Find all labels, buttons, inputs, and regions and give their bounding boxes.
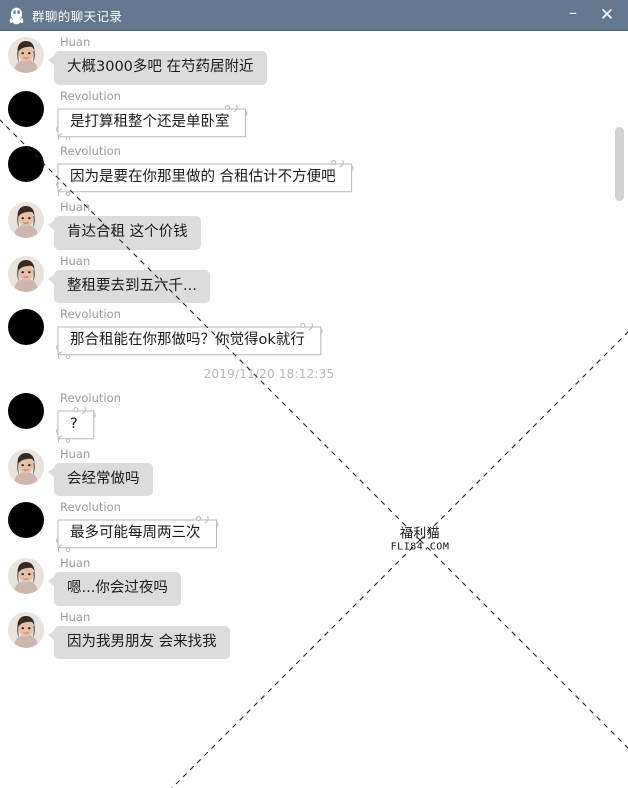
avatar-revolution[interactable] — [8, 90, 44, 127]
message-text: 最多可能每周两三次 — [70, 525, 201, 542]
scrollbar-thumb[interactable] — [615, 127, 624, 201]
minimize-button[interactable]: – — [569, 2, 577, 22]
message-bubble[interactable]: 整租要去到五六千... — [48, 269, 210, 304]
window-titlebar: 群聊的聊天记录 – ✕ — [0, 0, 628, 31]
message-body: Revolution? — [54, 389, 121, 443]
message-bubble[interactable]: 因为我男朋友 会来找我 — [48, 625, 230, 660]
message-sender-name: Huan — [60, 446, 91, 461]
message-timestamp: 2019/11/20 18:12:35 — [203, 367, 335, 382]
message-sender-name: Huan — [60, 253, 91, 268]
message-bubble[interactable]: 因为是要在你那里做的 合租估计不方便吧 — [54, 160, 356, 197]
message-body: Revolution 是打算租整个还是单卧室 — [54, 87, 250, 141]
message-text: 因为是要在你那里做的 合租估计不方便吧 — [70, 169, 336, 186]
message-text: 那合租能在你那做吗？你觉得ok就行 — [70, 332, 305, 349]
message-sender-name: Huan — [60, 200, 91, 215]
message-bubble[interactable]: 是打算租整个还是单卧室 — [54, 104, 250, 141]
avatar-huan[interactable] — [8, 255, 44, 292]
avatar-revolution[interactable] — [8, 146, 44, 183]
chat-message: Revolution 是打算租整个还是单卧室 — [0, 87, 628, 141]
message-body: Revolution 最多可能每周两三次 — [54, 498, 221, 553]
message-body: Revolution 那合租能在你那做吗？你觉得ok就行 — [54, 305, 325, 360]
message-body: Revolution 因为是要在你那里做的 合租估计不方便吧 — [54, 142, 356, 197]
avatar-huan[interactable] — [8, 611, 44, 648]
message-sender-name: Revolution — [60, 307, 121, 322]
message-sender-name: Huan — [60, 609, 91, 624]
window-title: 群聊的聊天记录 — [32, 8, 123, 24]
message-bubble[interactable]: 那合租能在你那做吗？你觉得ok就行 — [54, 323, 325, 360]
chat-message-list[interactable]: Huan 大概3000多吧 在芍药居附近 Revolution 是打算租整个还是单卧室… — [0, 31, 628, 788]
chat-message: Revolution? — [0, 389, 628, 443]
avatar-huan[interactable] — [8, 448, 44, 485]
timestamp-row: 2019/11/20 18:12:35 — [0, 359, 628, 387]
avatar-revolution[interactable] — [8, 393, 44, 430]
titlebar-controls: – ✕ — [556, 0, 628, 31]
message-text: ? — [70, 416, 78, 433]
avatar-huan[interactable] — [8, 37, 44, 73]
message-bubble[interactable]: 大概3000多吧 在芍药居附近 — [48, 51, 267, 85]
message-text: 是打算租整个还是单卧室 — [70, 113, 230, 130]
avatar-revolution[interactable] — [8, 502, 44, 539]
avatar-revolution[interactable] — [8, 309, 44, 346]
avatar-huan[interactable] — [8, 558, 44, 595]
message-sender-name: Huan — [60, 35, 91, 49]
chat-message: Revolution 因为是要在你那里做的 合租估计不方便吧 — [0, 142, 628, 197]
message-sender-name: Revolution — [60, 391, 121, 406]
message-bubble[interactable]: 嗯...你会过夜吗 — [48, 572, 181, 606]
message-bubble[interactable]: 最多可能每周两三次 — [54, 516, 221, 553]
chat-message: Revolution 最多可能每周两三次 — [0, 498, 628, 553]
vertical-scrollbar[interactable] — [611, 31, 627, 788]
message-sender-name: Revolution — [60, 500, 121, 515]
message-bubble[interactable]: 肯达合租 这个价钱 — [48, 216, 201, 250]
qq-penguin-icon — [8, 6, 25, 25]
message-sender-name: Revolution — [60, 88, 121, 103]
message-bubble[interactable]: 会经常做吗 — [48, 462, 153, 497]
message-sender-name: Revolution — [60, 144, 121, 159]
chat-message: Revolution 那合租能在你那做吗？你觉得ok就行 — [0, 305, 628, 360]
message-bubble[interactable]: ? — [54, 407, 98, 443]
close-button[interactable]: ✕ — [599, 5, 615, 25]
titlebar-left: 群聊的聊天记录 — [0, 6, 122, 25]
avatar-huan[interactable] — [8, 202, 44, 239]
message-body: Huan 大概3000多吧 在芍药居附近 — [48, 33, 267, 85]
message-sender-name: Huan — [60, 556, 91, 571]
chat-message: Huan 大概3000多吧 在芍药居附近 — [0, 33, 628, 85]
